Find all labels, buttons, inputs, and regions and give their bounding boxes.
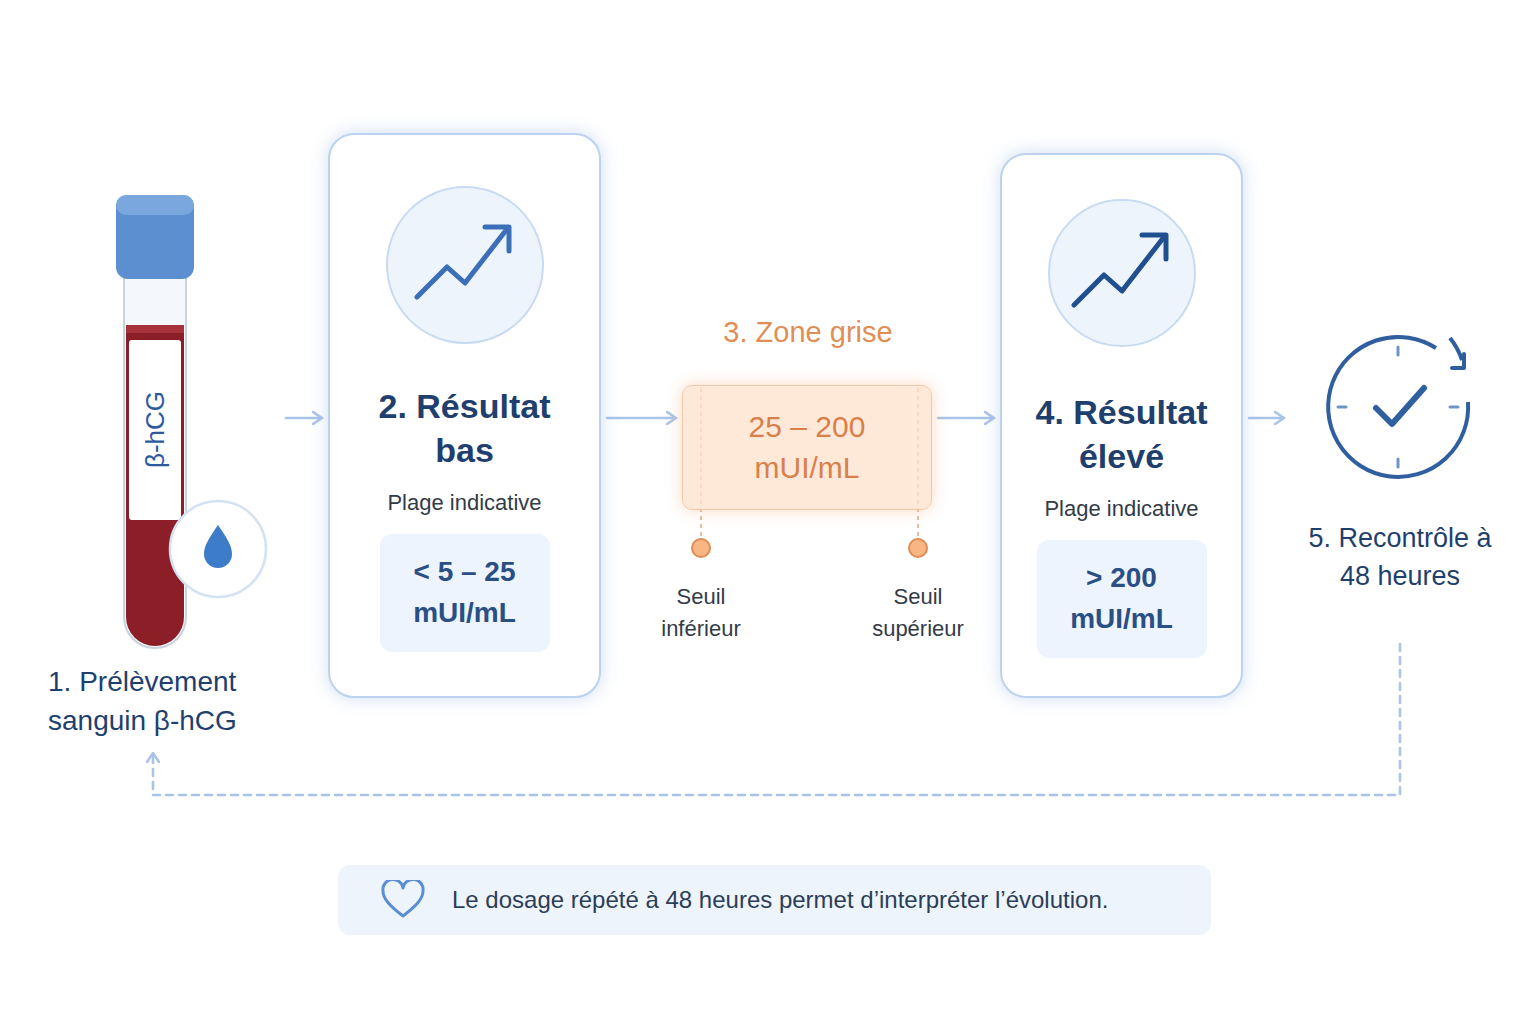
heart-icon <box>380 880 426 920</box>
note-text: Le dosage répété à 48 heures permet d’in… <box>452 886 1108 914</box>
range-box: > 200 mUI/mL <box>1037 540 1207 658</box>
grey-zone-box: 3. Zone grise25 – 200 mUI/mL <box>682 385 932 510</box>
result-card: 4. Résultat élevéPlage indicative > 200 m… <box>1000 153 1243 698</box>
zone-heading: 3. Zone grise <box>643 316 973 349</box>
threshold-label: Seuil supérieur <box>853 581 983 645</box>
flow-arrow <box>286 417 322 420</box>
flow-arrow <box>607 417 676 420</box>
threshold-label: Seuil inférieur <box>636 581 766 645</box>
sample-tube: β-hCG 1. Prélèvement sanguin β-hCG <box>40 185 280 745</box>
flow-arrow <box>1249 417 1284 420</box>
trend-icon <box>1002 155 1245 385</box>
range-value: > 200 mUI/mL <box>1057 558 1187 639</box>
step-label: 1. Prélèvement sanguin β-hCG <box>48 663 273 740</box>
card-heading: 4. Résultat élevé <box>1017 391 1227 478</box>
range-value: < 5 – 25 mUI/mL <box>400 552 530 633</box>
range-value: 25 – 200 mUI/mL <box>732 407 882 488</box>
trend-icon <box>330 135 603 365</box>
range-caption: Plage indicative <box>1044 496 1198 522</box>
result-card: 2. Résultat basPlage indicative < 5 – 25 … <box>328 133 601 698</box>
tube-label: β-hCG <box>140 370 171 490</box>
flow-arrow <box>938 417 994 420</box>
range-box: < 5 – 25 mUI/mL <box>380 534 550 652</box>
step-label: 5. Recontrôle à 48 heures <box>1300 520 1500 596</box>
recheck-clock: 5. Recontrôle à 48 heures <box>1290 320 1510 620</box>
clock-icon <box>1290 320 1510 500</box>
note-box: Le dosage répété à 48 heures permet d’in… <box>338 865 1211 935</box>
range-caption: Plage indicative <box>387 490 541 516</box>
card-heading: 2. Résultat bas <box>360 385 570 472</box>
